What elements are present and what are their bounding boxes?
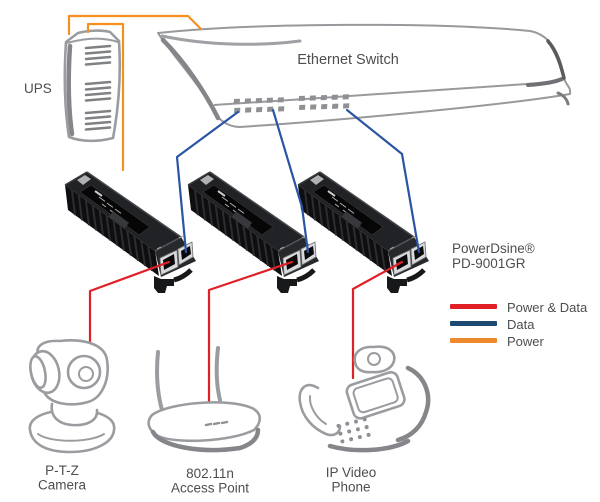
- legend: Power & Data Data Power: [450, 300, 588, 349]
- camera-label-line1: P-T-Z: [45, 463, 79, 478]
- power-data-cable-injector-2-to-ap: [207, 260, 294, 404]
- phone-camera-eye: [353, 345, 396, 374]
- power-data-cable-injector-3-to-phone: [351, 260, 404, 380]
- ap-led-dots: [204, 420, 229, 427]
- phone-screen: [345, 371, 406, 420]
- phone-label-line1: IP Video: [326, 465, 377, 480]
- ups-left-shading: [66, 43, 75, 137]
- switch-port-cluster-2: [298, 94, 350, 111]
- ups-label: UPS: [24, 81, 52, 96]
- phone-label-line2: Phone: [331, 480, 370, 495]
- legend-label-data: Data: [507, 317, 535, 332]
- ap-label-line2: Access Point: [171, 481, 249, 496]
- power-cable-ups-to-switch: [67, 14, 203, 36]
- ap-antenna-right: [214, 346, 222, 402]
- data-cable-switch-to-injector-1: [175, 110, 240, 254]
- injector-model-line2: PD-9001GR: [452, 256, 526, 271]
- camera-label-line2: Camera: [38, 478, 87, 493]
- switch-tip-accent-2: [556, 91, 570, 106]
- phone-base-edge: [327, 438, 411, 453]
- phone-handset: [298, 383, 342, 437]
- phone-handset-inner: [308, 395, 327, 425]
- phone-keypad: [336, 417, 371, 444]
- injector-model-line1: PowerDsine®: [452, 241, 535, 256]
- camera-lens-front: [29, 354, 47, 390]
- switch-label: Ethernet Switch: [297, 52, 399, 68]
- camera-eye-outer: [66, 354, 102, 390]
- ups-sketch: UPS: [24, 29, 122, 143]
- access-point-sketch: 802.11n Access Point: [147, 346, 262, 496]
- power-cable-ups-to-injector-1: [86, 22, 125, 172]
- ip-video-phone-sketch: IP Video Phone: [298, 345, 431, 495]
- power-data-cable-injector-1-to-camera: [88, 260, 171, 352]
- data-cable-switch-to-injector-2: [271, 108, 310, 254]
- ups-top-edge: [66, 37, 119, 44]
- legend-label-power-data: Power & Data: [507, 300, 588, 315]
- switch-body: [157, 23, 572, 128]
- camera-neck: [50, 402, 99, 427]
- camera-base-line: [37, 433, 105, 442]
- phone-body-right: [395, 365, 431, 443]
- legend-swatch-data: [450, 321, 497, 326]
- poe-injector-1: [65, 172, 196, 293]
- switch-top-shading: [160, 34, 302, 46]
- ap-label-line1: 802.11n: [186, 466, 234, 481]
- data-cable-switch-to-injector-3: [345, 108, 421, 254]
- switch-port-cluster-1: [233, 97, 285, 114]
- ap-body: [147, 401, 262, 443]
- switch-left-shading: [160, 37, 221, 121]
- phone-camera-lens: [367, 352, 381, 366]
- ap-antenna-left: [155, 350, 164, 412]
- ptz-camera-sketch: P-T-Z Camera: [28, 339, 116, 493]
- legend-swatch-power-data: [450, 304, 497, 309]
- camera-eye-inner: [78, 366, 94, 382]
- ups-vents: [84, 44, 112, 131]
- switch-crease-accent: [526, 77, 564, 87]
- legend-label-power: Power: [507, 334, 545, 349]
- ethernet-switch-sketch: Ethernet Switch: [157, 23, 572, 128]
- ap-front-edge: [150, 427, 261, 453]
- legend-swatch-power: [450, 338, 497, 343]
- switch-tip-accent: [546, 39, 566, 80]
